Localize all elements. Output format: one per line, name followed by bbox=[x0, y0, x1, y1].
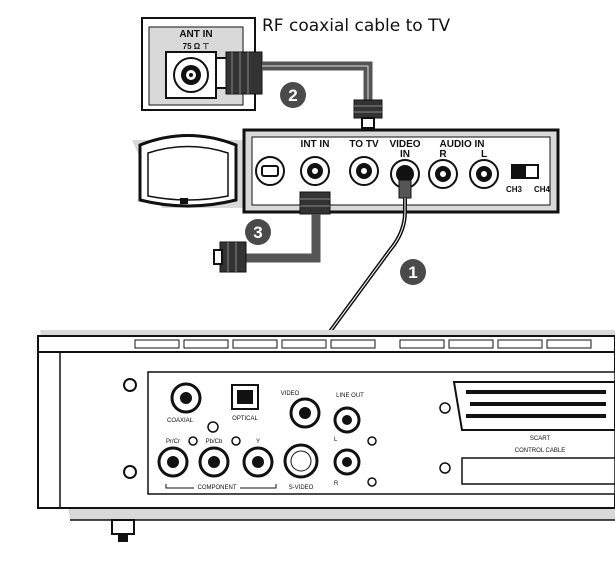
wall-antenna-plate: ANT IN 75 Ω ⊤ bbox=[141, 17, 256, 111]
rf-cable-caption: RF coaxial cable to TV bbox=[262, 16, 450, 36]
rf-modulator-box: INT IN TO TV VIDEO IN AUDIO IN R L CH3 C… bbox=[242, 128, 560, 214]
step-badge-1: 1 bbox=[400, 259, 426, 285]
ch4-label: CH4 bbox=[534, 185, 551, 194]
line-out-l-label: L bbox=[334, 437, 338, 443]
int-in-label: INT IN bbox=[301, 139, 330, 150]
control-cable-label: CONTROL CABLE bbox=[515, 448, 565, 454]
component-label: COMPONENT bbox=[198, 485, 237, 491]
ant-in-label: ANT IN bbox=[179, 29, 212, 40]
y-label: Y bbox=[256, 439, 260, 445]
dvd-player-back: COAXIAL OPTICAL VIDEO LINE OUT L R Pr/Cr… bbox=[37, 330, 615, 542]
pb-label: Pb/Cb bbox=[206, 439, 223, 445]
audio-in-label: AUDIO IN bbox=[440, 139, 485, 150]
step-badge-3: 3 bbox=[245, 219, 271, 245]
step-1-number: 1 bbox=[408, 263, 417, 282]
step-3-number: 3 bbox=[253, 223, 262, 242]
audio-l-label: L bbox=[481, 149, 487, 160]
control-cable-port bbox=[461, 457, 615, 485]
ch3-label: CH3 bbox=[506, 185, 523, 194]
ohm-label: 75 Ω ⊤ bbox=[183, 42, 210, 51]
step-badge-2: 2 bbox=[280, 82, 306, 108]
svideo-label: S-VIDEO bbox=[289, 485, 314, 491]
pr-label: Pr/Cr bbox=[166, 439, 180, 445]
line-out-r-label: R bbox=[334, 481, 339, 487]
rf-cable-2 bbox=[215, 51, 383, 129]
audio-r-label: R bbox=[439, 149, 447, 160]
step-2-number: 2 bbox=[288, 86, 297, 105]
coaxial-label: COAXIAL bbox=[167, 418, 194, 424]
video-out-label: VIDEO bbox=[281, 391, 300, 397]
in-label: IN bbox=[400, 149, 410, 160]
to-tv-label: TO TV bbox=[349, 139, 379, 150]
scart-label: SCART bbox=[530, 436, 551, 442]
rf-cable-3 bbox=[213, 191, 331, 273]
line-out-label: LINE OUT bbox=[336, 393, 364, 399]
tv-icon bbox=[132, 134, 262, 208]
video-label: VIDEO bbox=[389, 139, 420, 150]
optical-label: OPTICAL bbox=[232, 416, 258, 422]
